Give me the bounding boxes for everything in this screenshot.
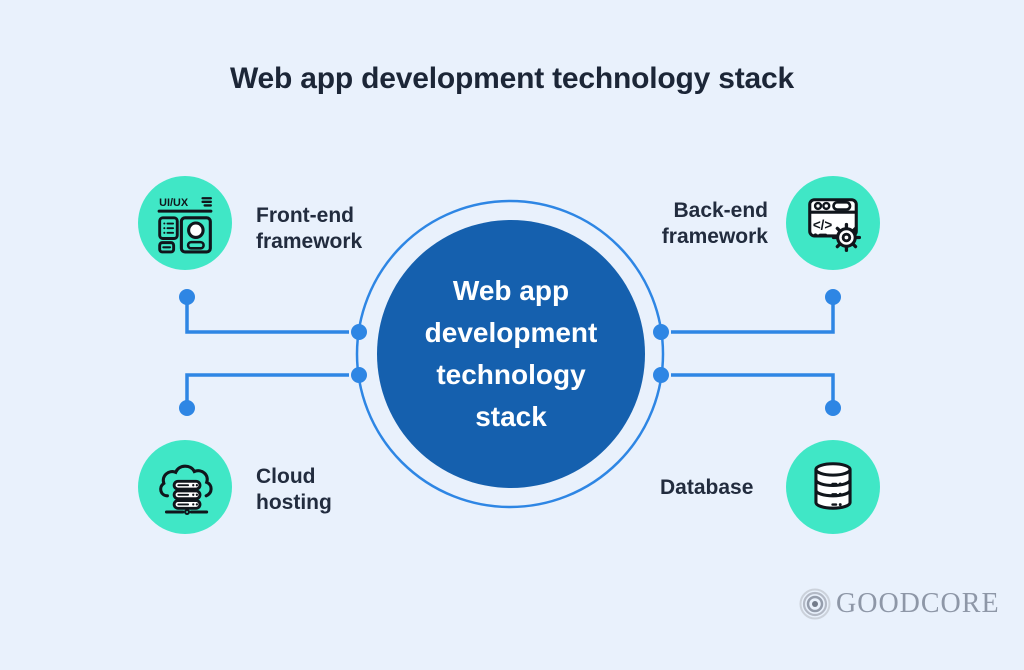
center-text-line: technology <box>436 359 586 390</box>
server-stack-icon <box>172 479 202 510</box>
connector-front-end <box>185 299 349 334</box>
connector-dot <box>179 289 195 305</box>
label-back-end-framework: Back-end framework <box>662 198 768 250</box>
center-text-line: Web app <box>452 275 570 306</box>
connector-dot <box>825 400 841 416</box>
hamburger-menu-icon <box>201 197 212 207</box>
connector-dot <box>351 367 367 383</box>
outer-ring <box>355 199 665 509</box>
node-cloud-hosting <box>138 440 232 534</box>
page-title: Web app development technology stack <box>229 62 795 95</box>
label-line: hosting <box>256 491 332 514</box>
center-text-line: stack <box>475 401 547 432</box>
connector-dot <box>179 400 195 416</box>
connector-cloud-hosting <box>185 373 349 406</box>
window-dot-icon <box>813 201 823 211</box>
window-pill-icon <box>832 200 852 211</box>
code-icon-text: </> <box>813 218 833 233</box>
code-window-gear-icon: </> <box>808 198 862 253</box>
label-line: framework <box>661 225 768 248</box>
goodcore-logo: GOODCORE <box>797 586 1000 622</box>
cloud-servers-icon <box>159 464 213 516</box>
center-circle: Web app development technology stack <box>377 220 645 488</box>
ui-ux-icon-text: UI/UX <box>159 197 189 209</box>
label-line: Cloud <box>256 465 316 488</box>
label-line: Back-end <box>673 199 768 222</box>
label-line: framework <box>256 230 363 253</box>
gear-icon <box>831 222 862 253</box>
logo-text: GOODCORE <box>836 588 1000 619</box>
concentric-rings-icon <box>799 588 831 620</box>
connector-database <box>671 373 835 406</box>
label-line: Database <box>660 476 754 499</box>
label-cloud-hosting: Cloud hosting <box>256 464 332 516</box>
connector-dot <box>825 289 841 305</box>
label-database: Database <box>660 475 753 501</box>
node-front-end: UI/UX <box>138 176 232 270</box>
ui-ux-wireframe-icon: UI/UX <box>157 197 213 254</box>
connector-dot <box>653 367 669 383</box>
center-text-line: development <box>424 317 598 348</box>
database-cylinder-icon <box>814 462 852 510</box>
node-database <box>786 440 880 534</box>
label-line: Front-end <box>256 204 354 227</box>
connector-dot <box>351 324 367 340</box>
window-dot-icon <box>822 201 831 211</box>
label-front-end-framework: Front-end framework <box>256 203 362 255</box>
node-back-end: </> <box>786 176 880 270</box>
connector-back-end <box>671 299 835 334</box>
connector-dot <box>653 324 669 340</box>
